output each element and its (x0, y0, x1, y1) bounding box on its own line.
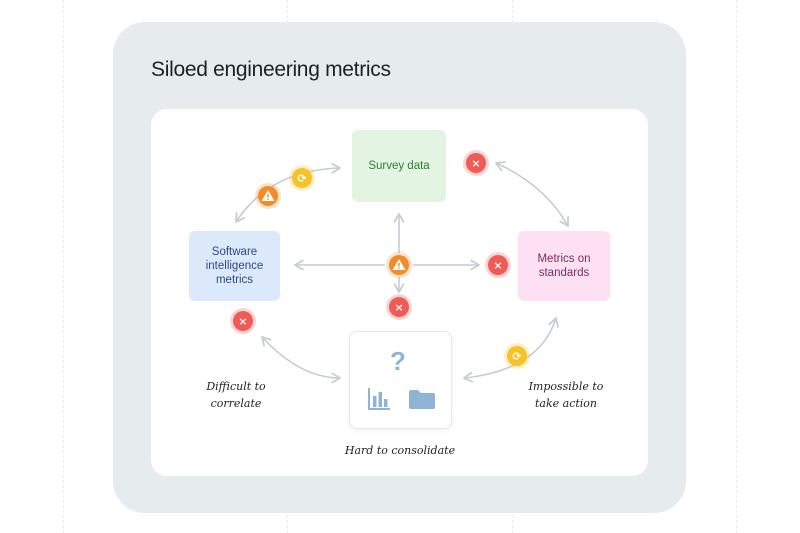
note-hard-to-consolidate: Hard to consolidate (344, 444, 456, 457)
metrics-on-standards-box: Metrics on standards (518, 231, 610, 301)
svg-text:!: ! (266, 193, 270, 202)
error-icon: × (386, 294, 412, 320)
svg-text:×: × (493, 259, 502, 272)
arrow-survey-software (235, 162, 341, 223)
svg-text:⟳: ⟳ (512, 350, 522, 363)
warning-icon: ! (386, 252, 412, 278)
consolidation-hub: ? (349, 331, 452, 429)
error-icon: × (485, 252, 511, 278)
question-mark: ? (390, 346, 406, 376)
arrow-software-hub (261, 336, 341, 384)
svg-text:⟳: ⟳ (297, 172, 307, 185)
note-difficult-to-correlate: Difficult to correlate (206, 380, 266, 410)
survey-data-box: Survey data (352, 130, 446, 202)
svg-text:×: × (471, 157, 480, 170)
bar-chart-icon (368, 388, 390, 410)
guide-line (736, 0, 737, 533)
svg-text:×: × (394, 301, 403, 314)
folder-icon (409, 390, 435, 409)
sync-icon: ⟳ (289, 165, 315, 191)
page-title: Siloed engineering metrics (151, 58, 391, 81)
error-icon: × (463, 150, 489, 176)
software-intelligence-box: Software intelligence metrics (189, 231, 280, 301)
svg-text:×: × (238, 315, 247, 328)
guide-line (63, 0, 64, 533)
svg-text:!: ! (397, 262, 401, 271)
error-icon: × (230, 308, 256, 334)
note-impossible-to-take-action: Impossible to take action (528, 380, 604, 410)
sync-icon: ⟳ (504, 343, 530, 369)
arrow-survey-metrics (495, 161, 569, 227)
warning-icon: ! (255, 183, 281, 209)
